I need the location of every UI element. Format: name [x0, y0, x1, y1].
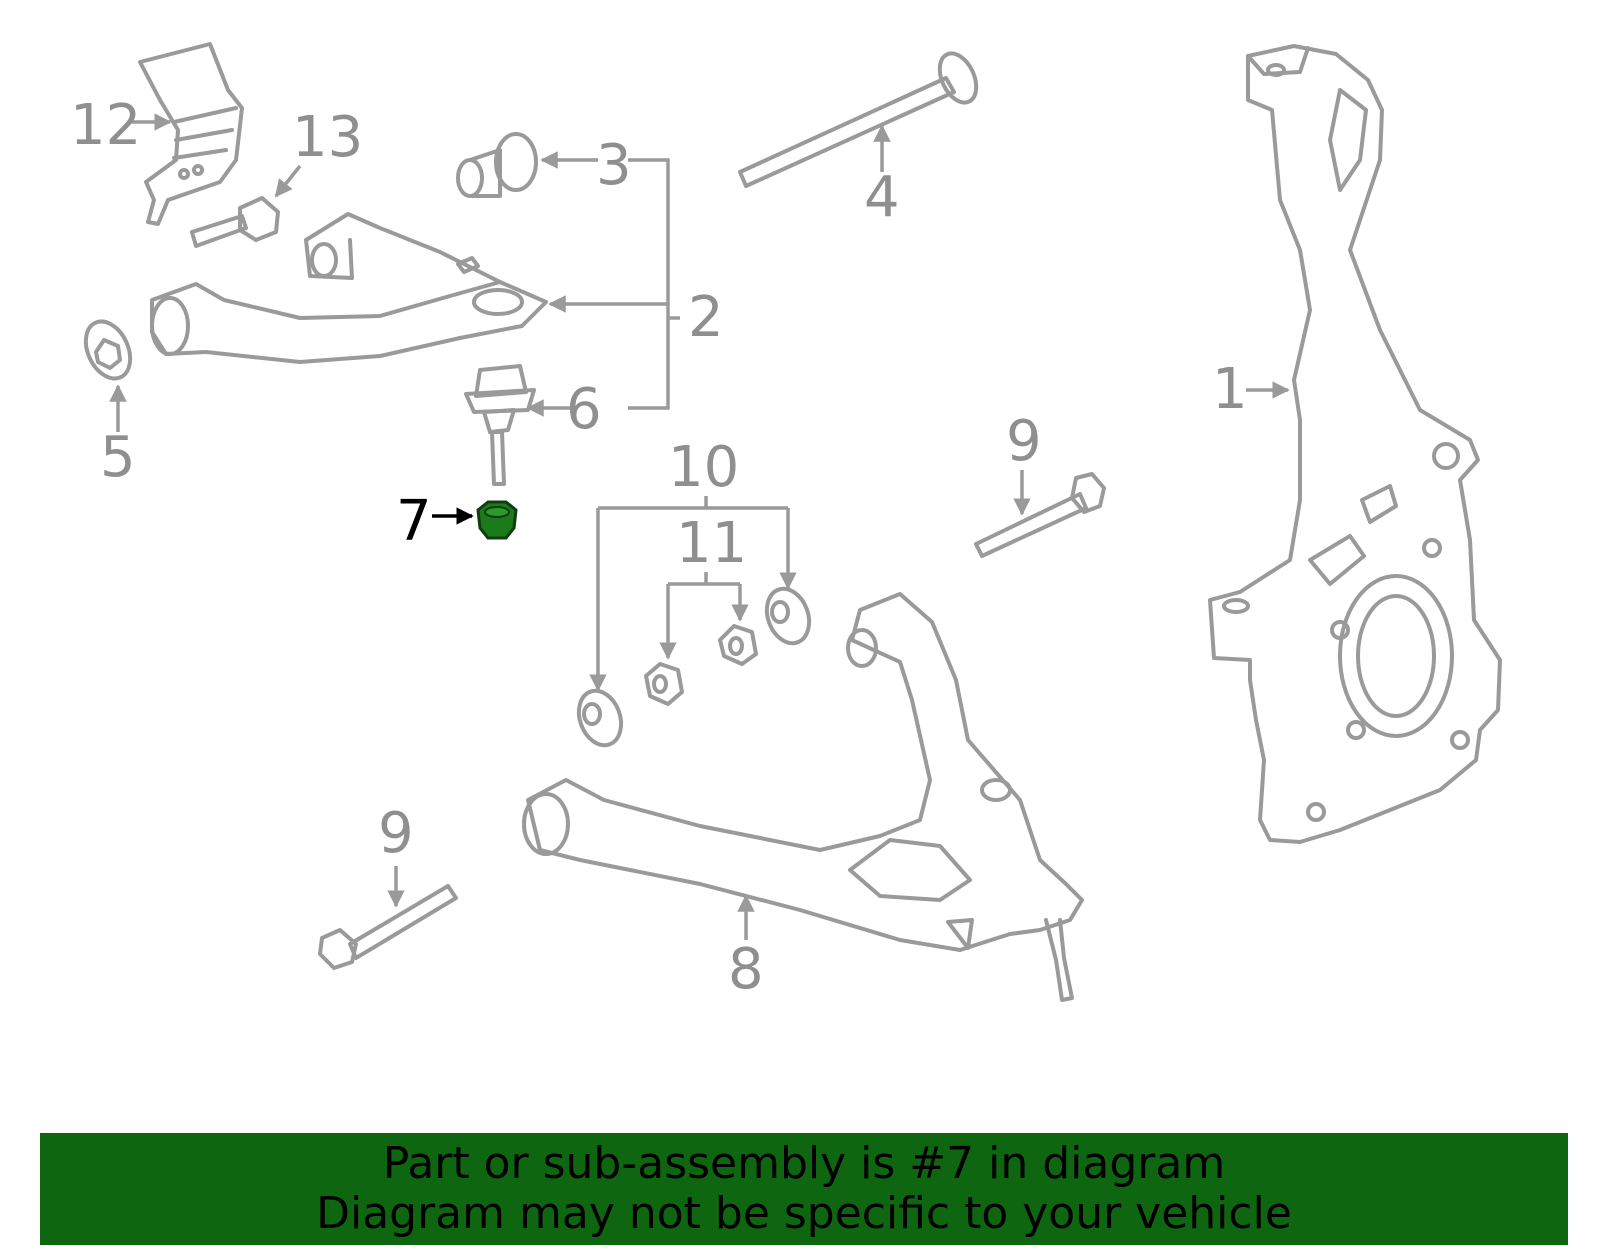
callout-8: 8	[728, 937, 764, 1002]
callout-1: 1	[1212, 357, 1248, 422]
part-9-bolt-lower	[318, 884, 458, 970]
callout-5: 5	[100, 425, 136, 490]
callout-10: 10	[668, 435, 739, 500]
callout-13: 13	[292, 105, 363, 170]
part-13-bolt	[190, 196, 280, 248]
part-10-washers	[576, 586, 812, 748]
callout-9-lower: 9	[378, 801, 414, 866]
callout-6: 6	[566, 377, 602, 442]
banner-line-2: Diagram may not be specific to your vehi…	[316, 1188, 1292, 1239]
callout-2: 2	[688, 285, 724, 350]
callout-3: 3	[596, 133, 632, 198]
part-8-lower-arm	[522, 592, 1084, 1002]
part-11-nuts	[644, 624, 758, 706]
part-4-bolt	[738, 51, 979, 188]
callout-labels: 12 13 3 4 2 6 5 7 10 11 9 1 9 8	[70, 93, 1248, 1002]
leader-lines	[109, 113, 1290, 940]
part-3-bushing	[456, 132, 538, 198]
part-12-bracket	[138, 42, 244, 226]
part-7-nut-highlighted	[476, 500, 518, 540]
part-5-nut	[83, 319, 133, 381]
part-9-bolt-upper	[974, 472, 1106, 558]
callout-11: 11	[676, 511, 747, 576]
part-1-knuckle	[1208, 44, 1502, 844]
callout-7-highlighted: 7	[396, 489, 432, 554]
callout-4: 4	[864, 165, 900, 230]
part-2-upper-arm	[150, 212, 548, 364]
callout-9-upper: 9	[1006, 409, 1042, 474]
info-banner: Part or sub-assembly is #7 in diagram Di…	[40, 1133, 1568, 1245]
banner-line-1: Part or sub-assembly is #7 in diagram	[382, 1138, 1226, 1189]
part-6-ball-joint	[464, 364, 536, 486]
callout-12: 12	[70, 93, 141, 158]
